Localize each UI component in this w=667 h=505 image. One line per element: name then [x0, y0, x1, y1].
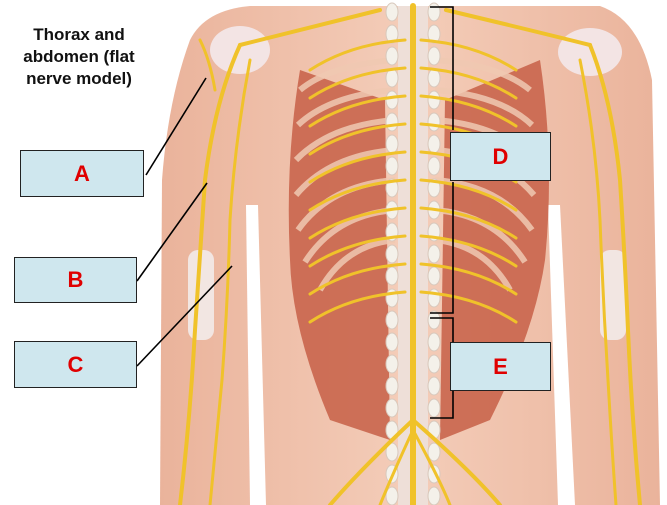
intercostal-nerve: [308, 290, 407, 324]
title-line-2: abdomen (flat: [23, 47, 135, 66]
title-line-3: nerve model): [26, 69, 132, 88]
intercostal-nerve: [419, 262, 518, 296]
vertebra-segment: [385, 486, 399, 505]
vertebra-segment: [427, 486, 441, 505]
vertebra-segment: [385, 24, 399, 44]
vertebra-segment: [427, 156, 441, 176]
vertebra-segment: [385, 244, 399, 264]
left-back-muscle: [288, 70, 390, 440]
right-shoulder-bone: [558, 28, 622, 76]
intercostal-nerve: [308, 150, 407, 184]
callout-line-b: [136, 182, 208, 282]
vertebra-segment: [385, 376, 399, 396]
vertebra-segment: [427, 332, 441, 352]
intercostal-nerve: [419, 66, 518, 100]
vertebra-segment: [385, 310, 399, 330]
intercostal-nerve: [419, 178, 518, 212]
intercostal-nerve: [419, 290, 518, 324]
vertebra-segment: [427, 134, 441, 154]
vertebra-segment: [385, 156, 399, 176]
intercostal-nerve: [308, 38, 407, 72]
vertebra-segment: [427, 24, 441, 44]
label-c-text: C: [67, 351, 84, 377]
vertebra-segment: [427, 90, 441, 110]
vertebra-segment: [385, 68, 399, 88]
vertebra-segment: [427, 46, 441, 66]
vertebra-segment: [385, 134, 399, 154]
label-box-b[interactable]: B: [14, 257, 137, 303]
vertebra-segment: [427, 2, 441, 22]
vertebra-segment: [385, 332, 399, 352]
diagram-title: Thorax and abdomen (flat nerve model): [4, 24, 154, 90]
intercostal-nerve: [308, 66, 407, 100]
intercostal-nerve: [308, 206, 407, 240]
vertebra-segment: [427, 354, 441, 374]
vertebra-segment: [427, 376, 441, 396]
vertebra-segment: [385, 442, 399, 462]
callout-line-c: [136, 265, 233, 367]
intercostal-nerve: [308, 262, 407, 296]
vertebra-segment: [427, 266, 441, 286]
vertebra-segment: [427, 442, 441, 462]
label-box-d[interactable]: D: [450, 132, 551, 181]
vertebra-segment: [385, 90, 399, 110]
vertebra-segment: [385, 112, 399, 132]
vertebra-segment: [385, 2, 399, 22]
label-b-text: B: [67, 267, 84, 292]
intercostal-nerve: [419, 38, 518, 72]
callout-lines: [136, 6, 454, 419]
label-a-text: A: [74, 160, 90, 186]
intercostal-nerve: [419, 234, 518, 268]
vertebra-segment: [427, 244, 441, 264]
vertebra-segment: [427, 112, 441, 132]
ribs: [293, 57, 537, 292]
intercostal-nerve: [419, 206, 518, 240]
left-shoulder-bone: [210, 26, 270, 74]
label-box-c[interactable]: C: [14, 341, 137, 388]
right-arm-bone: [600, 250, 626, 340]
label-e-text: E: [493, 353, 508, 379]
vertebra-segment: [427, 398, 441, 418]
vertebrae: [385, 2, 441, 505]
label-box-a[interactable]: A: [20, 150, 144, 197]
bracket-e: [430, 317, 454, 419]
vertebra-segment: [385, 46, 399, 66]
label-box-e[interactable]: E: [450, 342, 551, 391]
intercostal-nerve: [308, 122, 407, 156]
vertebra-segment: [427, 68, 441, 88]
vertebra-segment: [385, 266, 399, 286]
vertebra-segment: [385, 178, 399, 198]
left-arm-gap: [246, 205, 266, 505]
vertebra-segment: [385, 354, 399, 374]
right-arm-gap: [548, 205, 575, 505]
vertebra-segment: [385, 398, 399, 418]
vertebra-segment: [427, 310, 441, 330]
intercostal-nerve: [419, 94, 518, 128]
intercostal-nerve: [308, 178, 407, 212]
callout-line-a: [145, 77, 207, 176]
intercostal-nerve: [308, 94, 407, 128]
title-line-1: Thorax and: [33, 25, 125, 44]
nerves: [178, 3, 642, 505]
label-d-text: D: [492, 143, 509, 169]
vertebra-segment: [427, 178, 441, 198]
intercostal-nerve: [308, 234, 407, 268]
bracket-d: [430, 6, 454, 314]
